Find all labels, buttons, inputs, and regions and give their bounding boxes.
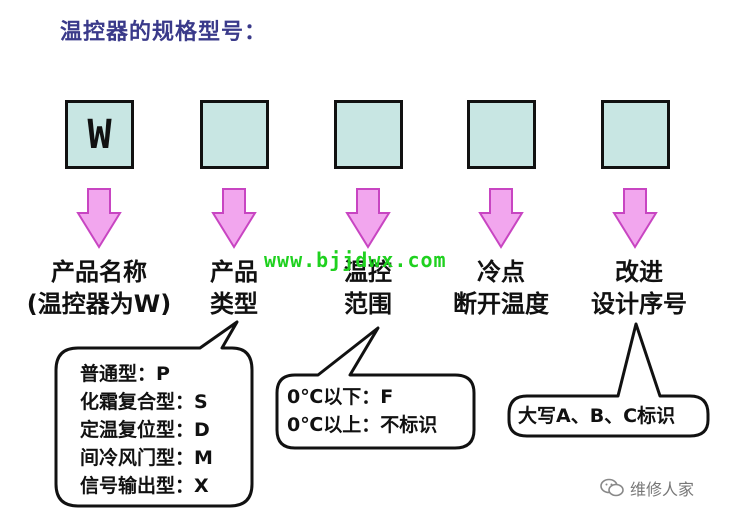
label-cold-cutoff: 冷点断开温度 [453, 258, 549, 318]
revision-note: 大写A、B、C标识 [518, 405, 676, 427]
code-box-cold-cutoff [467, 100, 536, 169]
range-code-item: 0℃以下：F [287, 386, 394, 408]
down-arrow-4 [478, 188, 524, 249]
code-box-temp-range [334, 100, 403, 169]
code-box-product-type [200, 100, 269, 169]
footer-text: 维修人家 [630, 480, 695, 499]
down-arrow-5 [612, 188, 658, 249]
label-product-name: 产品名称(温控器为W) [26, 258, 172, 318]
footer-brand: 维修人家 [600, 476, 694, 500]
wechat-icon [600, 478, 624, 497]
callout-bubble-revision [507, 322, 710, 438]
type-code-item: 信号输出型：X [80, 475, 209, 497]
watermark-url: www.bjjdwx.com [264, 248, 447, 272]
type-code-item: 普通型：P [80, 363, 170, 385]
code-box-revision [601, 100, 670, 169]
type-code-item: 间冷风门型：M [80, 447, 213, 469]
label-temp-range: 温控范围 [344, 258, 392, 318]
type-code-item: 定温复位型：D [80, 419, 210, 441]
down-arrow-1 [76, 188, 122, 249]
code-box-product-name: W [65, 100, 134, 169]
range-code-list: 0℃以下：F 0℃以上：不标识 [287, 383, 437, 439]
callout-bubble-type [54, 320, 254, 508]
label-product-type: 产品类型 [210, 258, 258, 318]
diagram-title: 温控器的规格型号： [60, 20, 268, 45]
label-revision: 改进设计序号 [591, 258, 687, 318]
type-code-item: 化霜复合型：S [80, 391, 208, 413]
type-code-list: 普通型：P 化霜复合型：S 定温复位型：D 间冷风门型：M 信号输出型：X [80, 360, 213, 500]
callout-bubble-range [275, 326, 476, 450]
down-arrow-3 [345, 188, 391, 249]
range-code-item: 0℃以上：不标识 [287, 414, 438, 436]
down-arrow-2 [211, 188, 257, 249]
